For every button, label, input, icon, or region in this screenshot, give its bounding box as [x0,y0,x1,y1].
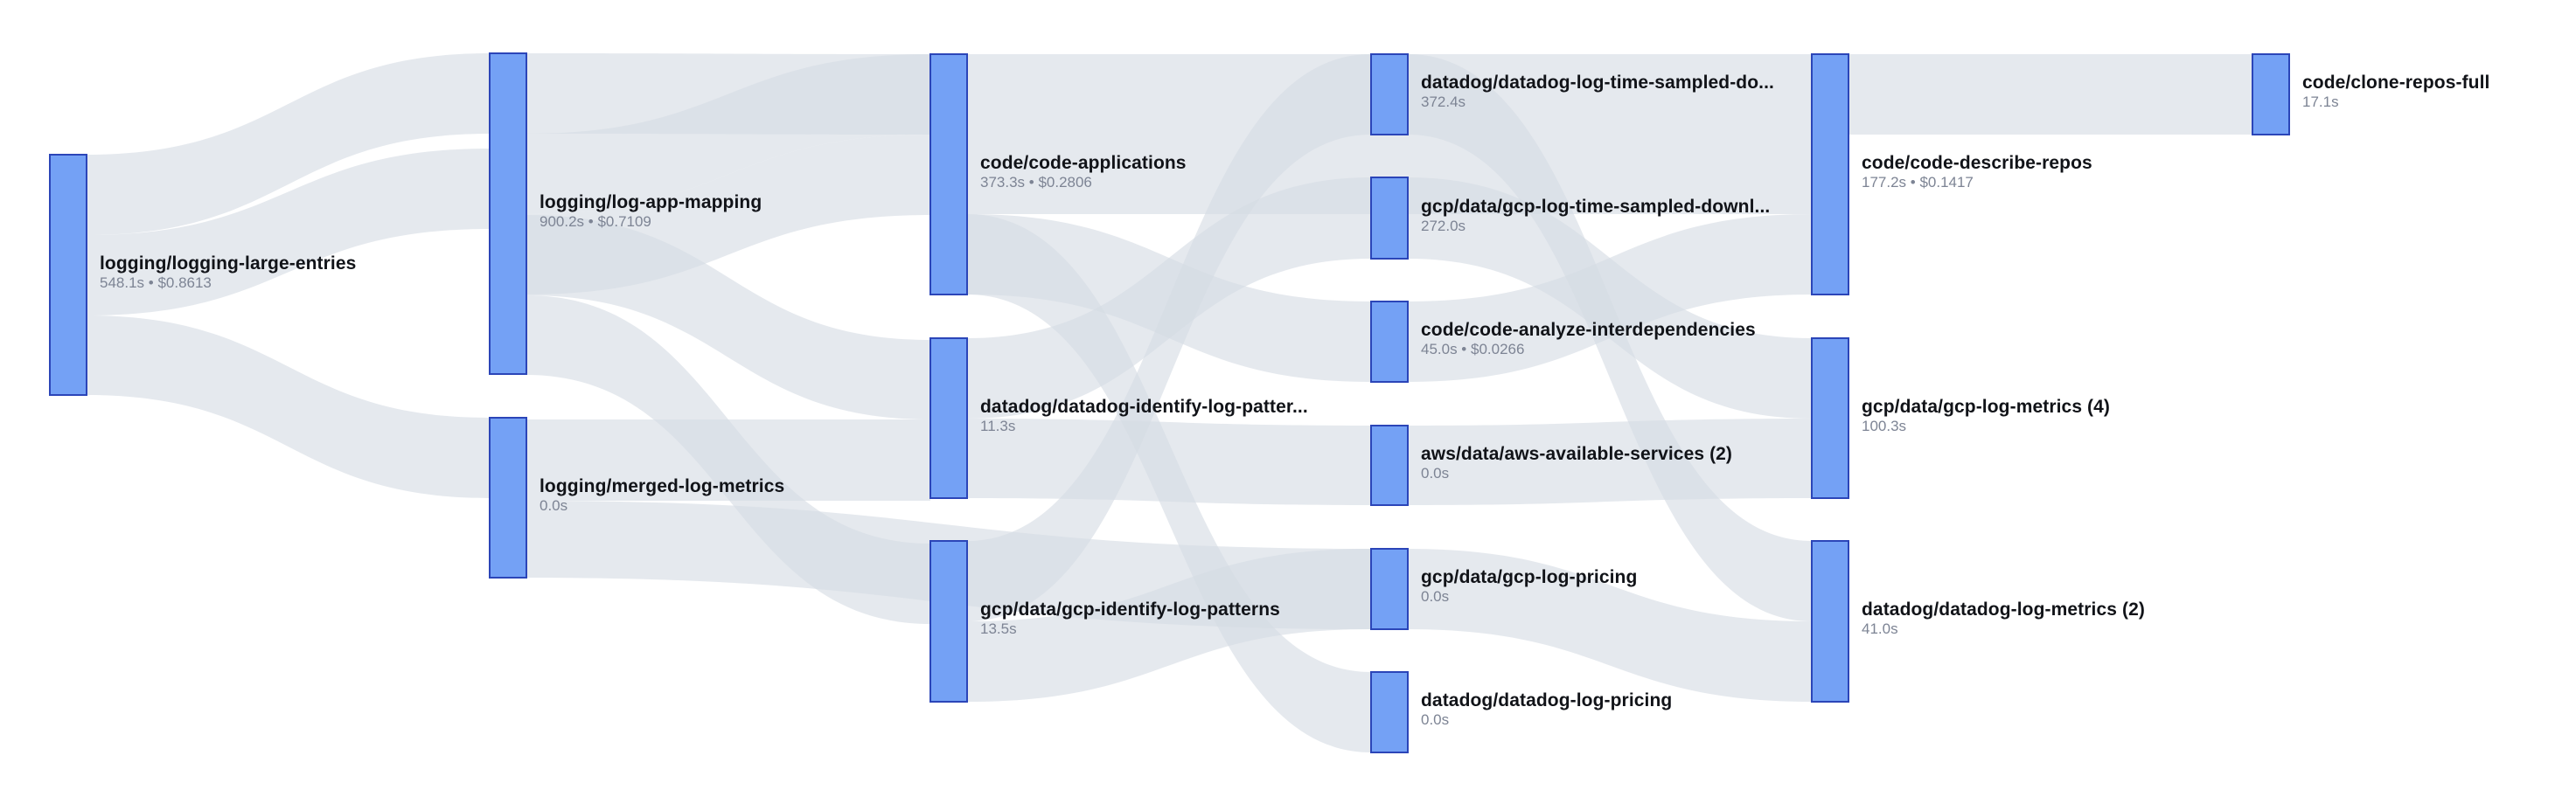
node-title: code/clone-repos-full [2302,73,2490,93]
node-label[interactable]: gcp/data/gcp-log-time-sampled-downl...27… [1421,197,1770,235]
nodes-layer [49,52,2290,753]
node-bar-n5[interactable] [929,540,968,703]
node-bar-n13[interactable] [1811,337,1849,499]
node-bar-n7[interactable] [1370,177,1409,260]
node-bar-n10[interactable] [1370,548,1409,630]
node-title: gcp/data/gcp-log-metrics (4) [1862,396,2111,417]
link-n9-to-n13[interactable] [1408,419,1812,505]
node-bar-n11[interactable] [1370,671,1409,753]
link-n0-to-n1[interactable] [87,53,490,235]
node-label[interactable]: gcp/data/gcp-log-metrics (4)100.3s [1862,397,2110,435]
node-bar-n6[interactable] [1370,53,1409,135]
link-n5-to-n6[interactable] [967,54,1371,621]
link-n1-to-n4[interactable] [526,215,930,419]
node-stats: 13.5s [980,620,1017,637]
link-n12-to-n15[interactable] [1848,54,2252,135]
node-title: logging/log-app-mapping [540,191,762,212]
node-bar-n8[interactable] [1370,301,1409,383]
node-stats: 11.3s [980,417,1016,434]
node-bar-n1[interactable] [489,52,527,375]
link-n2-to-n4[interactable] [526,419,930,501]
node-stats: 548.1s • $0.8613 [100,274,212,291]
link-n10-to-n14[interactable] [1408,549,1812,702]
node-title: code/code-analyze-interdependencies [1421,320,1756,340]
node-stats: 372.4s [1421,94,1466,110]
node-title: gcp/data/gcp-log-time-sampled-downl... [1421,196,1771,217]
link-n1-to-n3[interactable] [526,54,930,214]
node-title: logging/merged-log-metrics [540,475,785,496]
link-n3-to-n12[interactable] [967,135,1812,214]
node-title: datadog/datadog-log-pricing [1421,690,1673,710]
node-bar-n4[interactable] [929,337,968,499]
node-stats: 177.2s • $0.1417 [1862,173,1974,191]
node-title: datadog/datadog-log-metrics (2) [1862,599,2145,620]
node-title: aws/data/aws-available-services (2) [1421,443,1733,464]
node-stats: 0.0s [540,496,568,514]
node-title: code/code-describe-repos [1862,152,2092,173]
node-stats: 0.0s [1421,588,1450,605]
node-bar-n12[interactable] [1811,53,1849,295]
node-bar-n14[interactable] [1811,540,1849,703]
node-bar-n15[interactable] [2252,53,2290,135]
node-stats: 100.3s [1862,417,1907,434]
node-label[interactable]: datadog/datadog-log-metrics (2)41.0s [1862,599,2145,638]
node-bar-n3[interactable] [929,53,968,295]
link-n8-to-n12[interactable] [1408,214,1812,382]
node-title: logging/logging-large-entries [100,253,357,274]
link-n0-to-n2[interactable] [87,315,490,498]
node-label[interactable]: aws/data/aws-available-services (2)0.0s [1421,444,1732,482]
node-bar-n0[interactable] [49,154,87,396]
node-title: datadog/datadog-identify-log-patter... [980,396,1308,417]
node-label[interactable]: datadog/datadog-identify-log-patter...11… [980,397,1308,435]
node-title: gcp/data/gcp-identify-log-patterns [980,599,1280,620]
node-stats: 272.0s [1421,217,1466,234]
node-title: gcp/data/gcp-log-pricing [1421,567,1638,587]
node-stats: 900.2s • $0.7109 [540,212,651,230]
link-n5-to-n10[interactable] [967,549,1371,702]
node-stats: 17.1s [2302,94,2339,110]
node-stats: 0.0s [1421,464,1450,482]
node-stats: 373.3s • $0.2806 [980,173,1092,191]
node-title: datadog/datadog-log-time-sampled-do... [1421,73,1774,93]
node-stats: 0.0s [1421,711,1450,728]
node-title: code/code-applications [980,152,1187,173]
link-n0-to-n1[interactable] [87,149,490,315]
node-bar-n2[interactable] [489,417,527,579]
link-n4-to-n9[interactable] [967,419,1371,505]
node-stats: 45.0s • $0.0266 [1421,341,1525,357]
node-stats: 41.0s [1862,620,1898,637]
node-bar-n9[interactable] [1370,425,1409,506]
node-label[interactable]: datadog/datadog-log-time-sampled-do...37… [1421,73,1774,111]
links-layer [87,53,2252,752]
